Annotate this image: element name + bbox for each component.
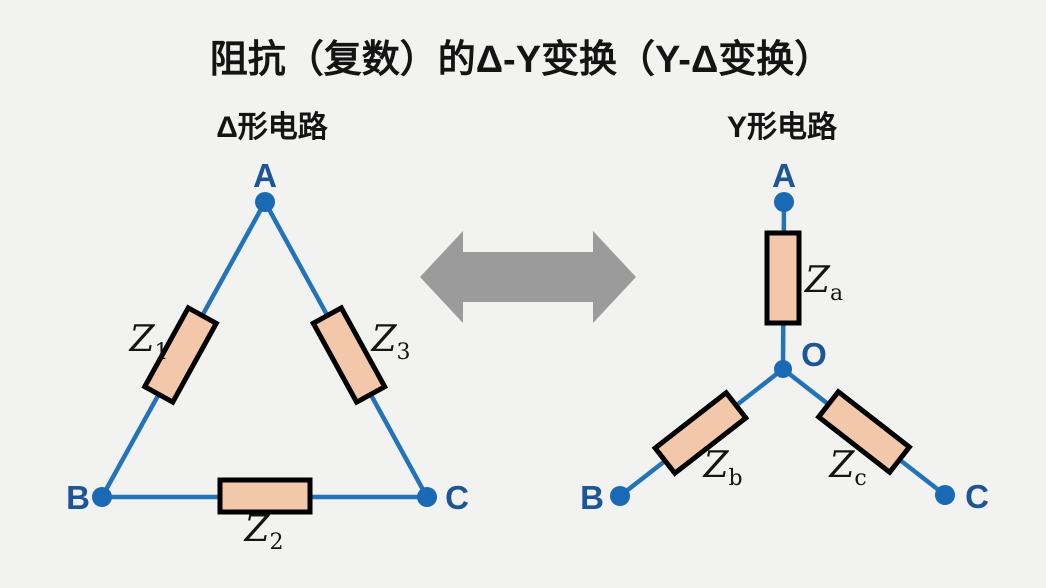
wye-circuit: Y形电路 Za Zb Zc A O B C	[580, 111, 989, 516]
wye-node-c-label: C	[965, 478, 989, 515]
page-title: 阻抗（复数）的Δ-Y变换（Y-Δ变换）	[210, 39, 833, 81]
impedance-z2-body	[217, 477, 313, 515]
wye-node-b	[610, 486, 630, 506]
wye-node-a	[774, 192, 794, 212]
delta-node-c	[417, 487, 437, 507]
z2-sub: 2	[270, 530, 284, 555]
delta-node-a	[255, 192, 275, 212]
za-sub: a	[830, 281, 843, 306]
wye-node-a-label: A	[772, 157, 796, 194]
impedance-zc-label: Zc	[828, 445, 866, 491]
impedance-zb-label: Zb	[702, 445, 742, 491]
z3-base: Z	[370, 319, 397, 360]
impedance-z2-label: Z2	[243, 509, 283, 555]
zc-sub: c	[854, 466, 866, 491]
impedance-z1-body	[141, 304, 220, 406]
delta-node-c-label: C	[445, 479, 469, 516]
impedance-z1-label: Z1	[128, 319, 168, 365]
wye-node-b-label: B	[580, 479, 604, 516]
wye-node-c	[935, 485, 955, 505]
delta-circuit: Δ形电路 Z1 Z2 Z3 A B C	[66, 111, 469, 555]
delta-node-b-label: B	[66, 479, 90, 516]
z3-sub: 3	[397, 340, 411, 365]
impedance-zb-body	[651, 389, 750, 477]
transform-arrow-icon	[420, 231, 636, 323]
z1-base: Z	[128, 319, 155, 360]
delta-node-a-label: A	[253, 157, 277, 194]
zb-base: Z	[702, 445, 729, 486]
z2-base: Z	[243, 509, 270, 550]
impedance-za-label: Za	[804, 260, 843, 306]
zb-sub: b	[728, 466, 742, 491]
zc-base: Z	[828, 445, 855, 486]
delta-subtitle: Δ形电路	[216, 111, 329, 144]
impedance-z3-body	[309, 304, 389, 406]
wye-node-o-label: O	[801, 336, 827, 373]
wye-node-o	[774, 360, 792, 378]
delta-node-b	[92, 487, 112, 507]
impedance-z3-label: Z3	[370, 319, 410, 365]
impedance-za-body	[764, 230, 802, 326]
impedance-zc-body	[815, 388, 913, 476]
wye-subtitle: Y形电路	[727, 111, 838, 144]
za-base: Z	[804, 260, 831, 301]
z1-sub: 1	[155, 340, 169, 365]
